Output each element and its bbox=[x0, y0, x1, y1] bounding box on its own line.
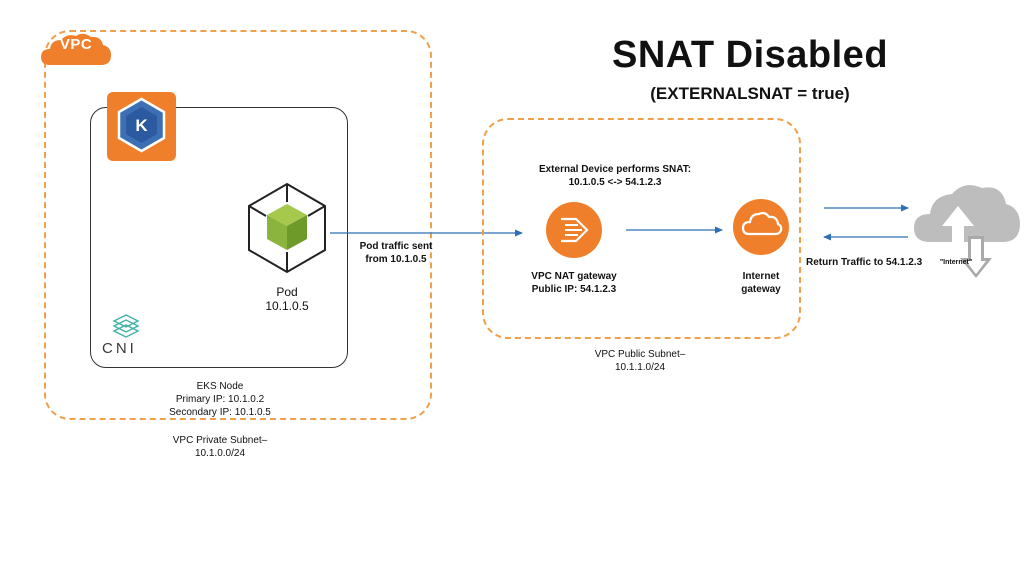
vpc-badge-icon bbox=[41, 33, 111, 65]
pod-traffic-source: from 10.1.0.5 bbox=[365, 254, 427, 265]
pod-name-label: Pod bbox=[276, 285, 298, 299]
vpc-badge-label: VPC bbox=[59, 36, 93, 53]
private-subnet-label: VPC Private Subnet– bbox=[172, 435, 268, 446]
diagram-title: SNAT Disabled bbox=[611, 34, 889, 76]
pod-icon bbox=[248, 182, 326, 274]
diagram-subtitle: (EXTERNALSNAT = true) bbox=[650, 84, 850, 103]
internet-label: "Internet" bbox=[939, 259, 973, 266]
internet-gateway-icon bbox=[733, 199, 789, 255]
internet-cloud-icon bbox=[914, 185, 1020, 278]
eks-icon-letter: K bbox=[135, 116, 148, 135]
nat-gateway-icon bbox=[546, 202, 602, 258]
eks-node-primary-ip: Primary IP: 10.1.0.2 bbox=[175, 394, 265, 405]
public-subnet-cidr: 10.1.1.0/24 bbox=[614, 362, 666, 373]
eks-node-secondary-ip: Secondary IP: 10.1.0.5 bbox=[169, 407, 271, 418]
internet-gateway-label-2: gateway bbox=[741, 284, 781, 295]
external-device-label: External Device performs SNAT: bbox=[538, 164, 692, 175]
private-subnet-cidr: 10.1.0.0/24 bbox=[194, 448, 246, 459]
pod-ip-label: 10.1.0.5 bbox=[265, 299, 309, 313]
cni-label: CNI bbox=[102, 340, 137, 357]
external-device-mapping: 10.1.0.5 <-> 54.1.2.3 bbox=[568, 177, 662, 188]
eks-node-title: EKS Node bbox=[196, 381, 244, 392]
cni-icon bbox=[112, 314, 140, 338]
return-traffic-label: Return Traffic to 54.1.2.3 bbox=[806, 257, 923, 268]
nat-gateway-public-ip: Public IP: 54.1.2.3 bbox=[531, 284, 617, 295]
nat-gateway-label: VPC NAT gateway bbox=[531, 271, 617, 282]
pod-traffic-label: Pod traffic sent bbox=[359, 241, 433, 252]
internet-gateway-label: Internet bbox=[742, 271, 780, 282]
vpc-public-subnet-box bbox=[482, 118, 801, 339]
vpc-private-subnet-box bbox=[44, 30, 432, 420]
eks-service-icon: K bbox=[107, 92, 176, 161]
public-subnet-label: VPC Public Subnet– bbox=[594, 349, 686, 360]
